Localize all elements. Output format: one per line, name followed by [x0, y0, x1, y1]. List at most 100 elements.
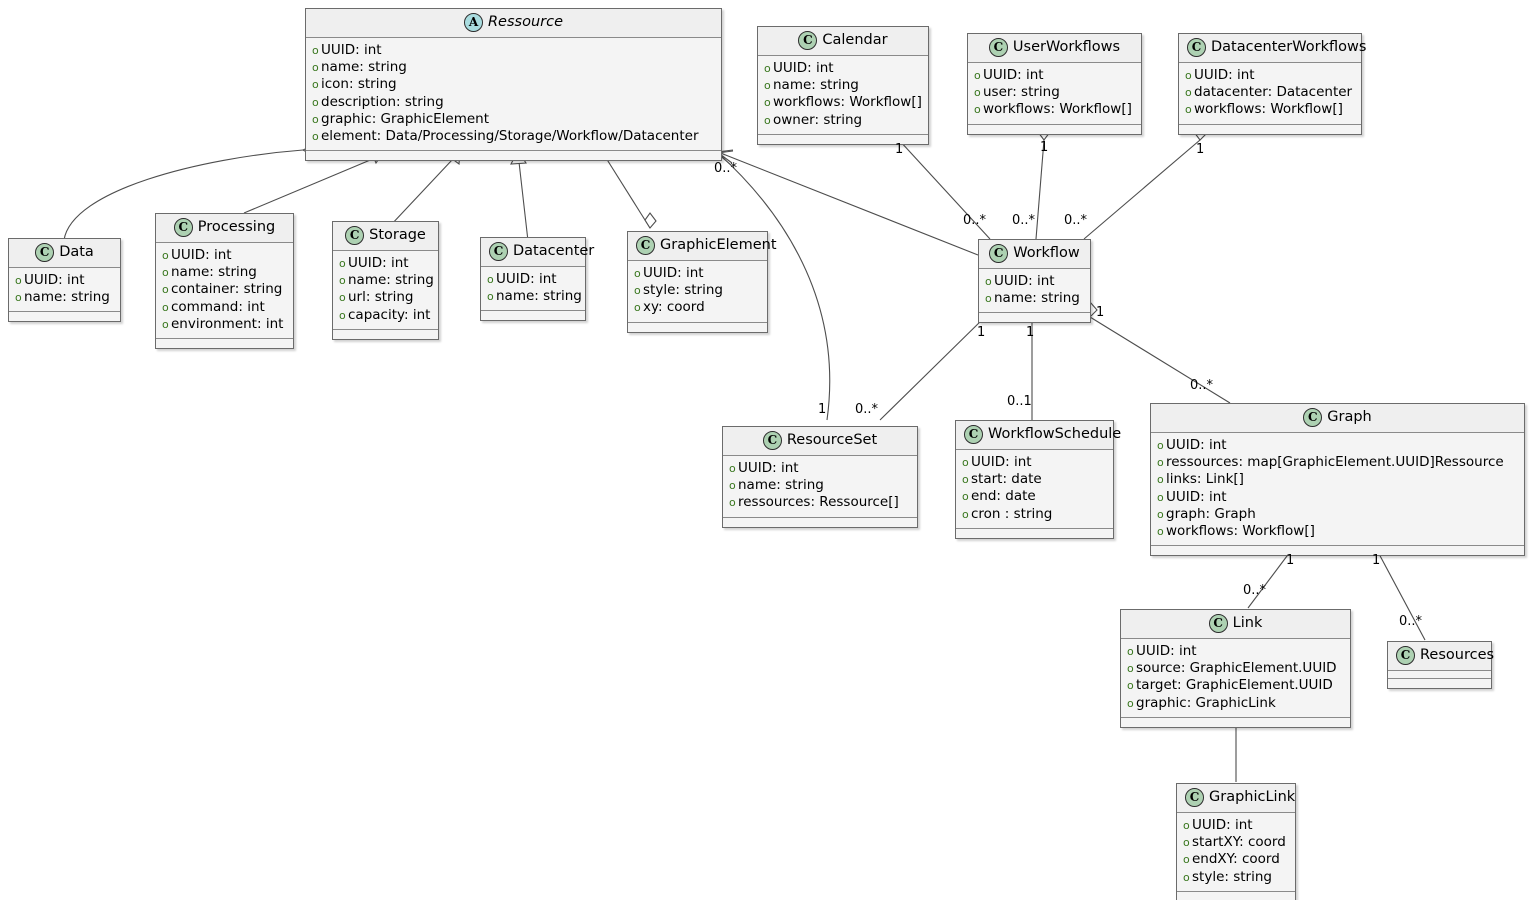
attribute-text: startXY: coord — [1192, 834, 1286, 851]
edge-datacenter-inherits-ressource — [518, 161, 529, 242]
visibility-icon: o — [974, 86, 981, 100]
multiplicity-calendar-end: 1 — [895, 142, 904, 157]
visibility-icon: o — [1183, 836, 1190, 850]
attribute-text: ressources: Ressource[] — [738, 494, 899, 511]
attribute-text: name: string — [994, 290, 1080, 307]
class-operations-datacenter — [481, 311, 585, 321]
visibility-icon: o — [162, 283, 169, 297]
class-name-graph: Graph — [1327, 409, 1372, 426]
class-name-calendar: Calendar — [822, 32, 888, 49]
visibility-icon: o — [962, 473, 969, 487]
attribute-text: UUID: int — [496, 271, 557, 287]
visibility-icon: o — [962, 490, 969, 504]
attribute-text: target: GraphicElement.UUID — [1136, 677, 1333, 694]
class-name-resources: Resources — [1420, 647, 1495, 664]
attribute-text: UUID: int — [643, 265, 704, 281]
class-badge-icon: C — [1303, 408, 1323, 427]
attribute-text: UUID: int — [321, 42, 382, 58]
visibility-icon: o — [1185, 69, 1192, 82]
attribute-text: UUID: int — [1136, 643, 1197, 659]
class-badge-icon: C — [173, 218, 193, 237]
visibility-icon: o — [974, 103, 981, 117]
attribute-text: UUID: int — [1192, 817, 1253, 833]
visibility-icon: o — [764, 79, 771, 93]
attribute-text: end: date — [971, 488, 1036, 505]
attribute-text: name: string — [24, 289, 110, 306]
attribute-text: name: string — [738, 477, 824, 494]
visibility-icon: o — [1183, 853, 1190, 867]
attribute-text: name: string — [773, 77, 859, 94]
class-attributes-resources — [1388, 671, 1491, 679]
class-badge-icon: C — [1208, 614, 1228, 633]
attribute-text: workflows: Workflow[] — [1166, 523, 1315, 540]
attribute-text: UUID: int — [773, 60, 834, 76]
class-operations-workflowschedule — [956, 528, 1113, 538]
class-name-datacenterworkflows: DatacenterWorkflows — [1211, 39, 1367, 56]
attribute-text: UUID: int — [348, 255, 409, 271]
edge-storage-inherits-ressource — [389, 159, 453, 227]
visibility-icon: o — [1157, 525, 1164, 539]
multiplicity-userworkflows-workflow: 0..* — [1012, 213, 1036, 228]
attribute-text: UUID: int — [1166, 437, 1227, 453]
class-operations-resources — [1388, 679, 1491, 688]
class-name-storage: Storage — [369, 227, 426, 244]
attribute-text: UUID: int — [24, 272, 85, 288]
attribute-text: UUID: int — [971, 454, 1032, 470]
visibility-icon: o — [339, 308, 346, 322]
visibility-icon: o — [1185, 86, 1192, 100]
attribute-text: UUID: int — [1194, 67, 1255, 83]
visibility-icon: o — [1127, 645, 1134, 658]
multiplicity-workflow-graph-many: 0..* — [1190, 378, 1214, 393]
class-operations-graph — [1151, 546, 1524, 556]
visibility-icon: o — [764, 96, 771, 110]
attribute-text: container: string — [171, 281, 283, 298]
class-badge-icon: C — [964, 425, 983, 444]
visibility-icon: o — [487, 290, 494, 304]
